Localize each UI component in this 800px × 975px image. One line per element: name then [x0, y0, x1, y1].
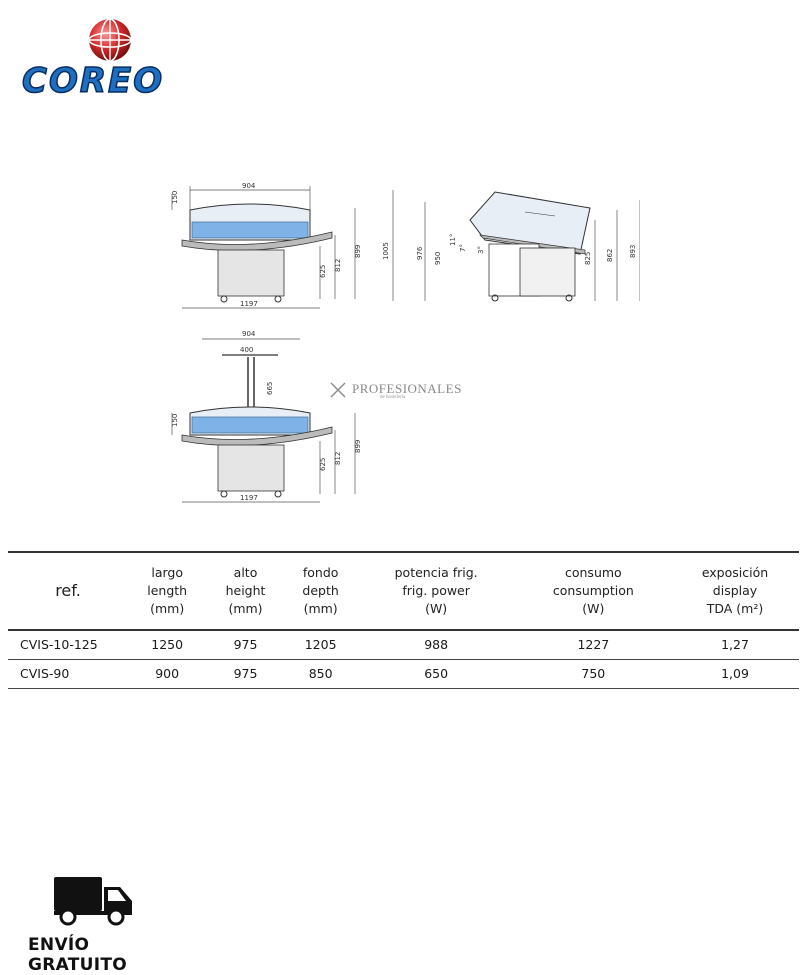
watermark: PROFESIONALES de hostelería	[328, 380, 461, 402]
dim-862-text: 862	[606, 249, 614, 262]
dim-904b-text: 904	[242, 330, 256, 338]
cell-display: 1,09	[670, 659, 799, 689]
cell-height: 975	[206, 630, 285, 660]
front-view-canopy-drawing: 904 400 665 150 625 812 899 1197	[171, 330, 362, 503]
header-ref: ref.	[8, 551, 128, 631]
angle-7-text: 7°	[459, 244, 467, 252]
cell-display: 1,27	[670, 630, 799, 660]
dim-150b-text: 150	[171, 414, 179, 427]
angle-11-text: 11°	[449, 234, 457, 246]
cell-consumption: 750	[515, 659, 671, 689]
cell-height: 975	[206, 659, 285, 689]
dim-950-text: 950	[434, 252, 442, 265]
cell-frig-power: 988	[356, 630, 516, 660]
dim-width-text: 904	[242, 182, 256, 190]
dim-625b-text: 625	[319, 458, 327, 471]
dim-1197-text: 1197	[240, 300, 258, 308]
dim-976-text: 976	[416, 246, 424, 260]
side-view-drawing: 1005 976 950 825 862 893 11° 7° 3°	[382, 190, 641, 302]
brand-logo: COREO	[20, 14, 202, 96]
dim-1005-text: 1005	[382, 242, 390, 260]
cell-consumption: 1227	[515, 630, 671, 660]
header-frig-power: potencia frig. frig. power (W)	[356, 551, 516, 631]
watermark-text: PROFESIONALES	[352, 381, 462, 396]
dim-625-text: 625	[319, 265, 327, 278]
logo-globe-art: COREO	[21, 18, 164, 96]
dim-812-text: 812	[334, 259, 342, 272]
dim-812b-text: 812	[334, 452, 342, 465]
table-row: CVIS-10-125 1250 975 1205 988 1227 1,27	[8, 630, 799, 660]
watermark-subtext: de hostelería	[380, 395, 406, 400]
dim-899-text: 899	[354, 245, 362, 258]
dim-665-text: 665	[266, 382, 274, 395]
free-shipping-label: ENVÍO GRATUITO	[28, 935, 128, 975]
cell-ref: CVIS-10-125	[8, 630, 128, 660]
cell-frig-power: 650	[356, 659, 516, 689]
dim-1197b-text: 1197	[240, 494, 258, 502]
cell-depth: 850	[284, 659, 357, 689]
cell-ref: CVIS-90	[8, 659, 128, 689]
table-row: CVIS-90 900 975 850 650 750 1,09	[8, 659, 799, 689]
header-length: largo length (mm)	[128, 551, 207, 631]
svg-text:COREO: COREO	[22, 61, 164, 96]
truck-icon	[54, 877, 132, 926]
header-height: alto height (mm)	[206, 551, 285, 631]
dim-825-text: 825	[584, 252, 592, 265]
cell-length: 900	[128, 659, 207, 689]
free-shipping-badge: ENVÍO GRATUITO	[28, 875, 188, 975]
dim-899b-text: 899	[354, 440, 362, 453]
dim-400-text: 400	[240, 346, 253, 354]
technical-drawings: 904 625 812 899 150 1197	[160, 180, 641, 510]
front-view-drawing: 904 625 812 899 150 1197	[171, 182, 362, 309]
header-display: exposición display TDA (m²)	[670, 551, 799, 631]
utensils-icon	[330, 382, 346, 398]
cell-length: 1250	[128, 630, 207, 660]
dim-150-text: 150	[171, 191, 179, 204]
table-header-row: ref. largo length (mm) alto height (mm) …	[8, 551, 799, 631]
header-consumption: consumo consumption (W)	[515, 551, 671, 631]
specs-table: ref. largo length (mm) alto height (mm) …	[8, 551, 799, 689]
cell-depth: 1205	[284, 630, 357, 660]
angle-3-text: 3°	[477, 246, 485, 254]
header-depth: fondo depth (mm)	[284, 551, 357, 631]
dim-893-text: 893	[629, 245, 637, 258]
